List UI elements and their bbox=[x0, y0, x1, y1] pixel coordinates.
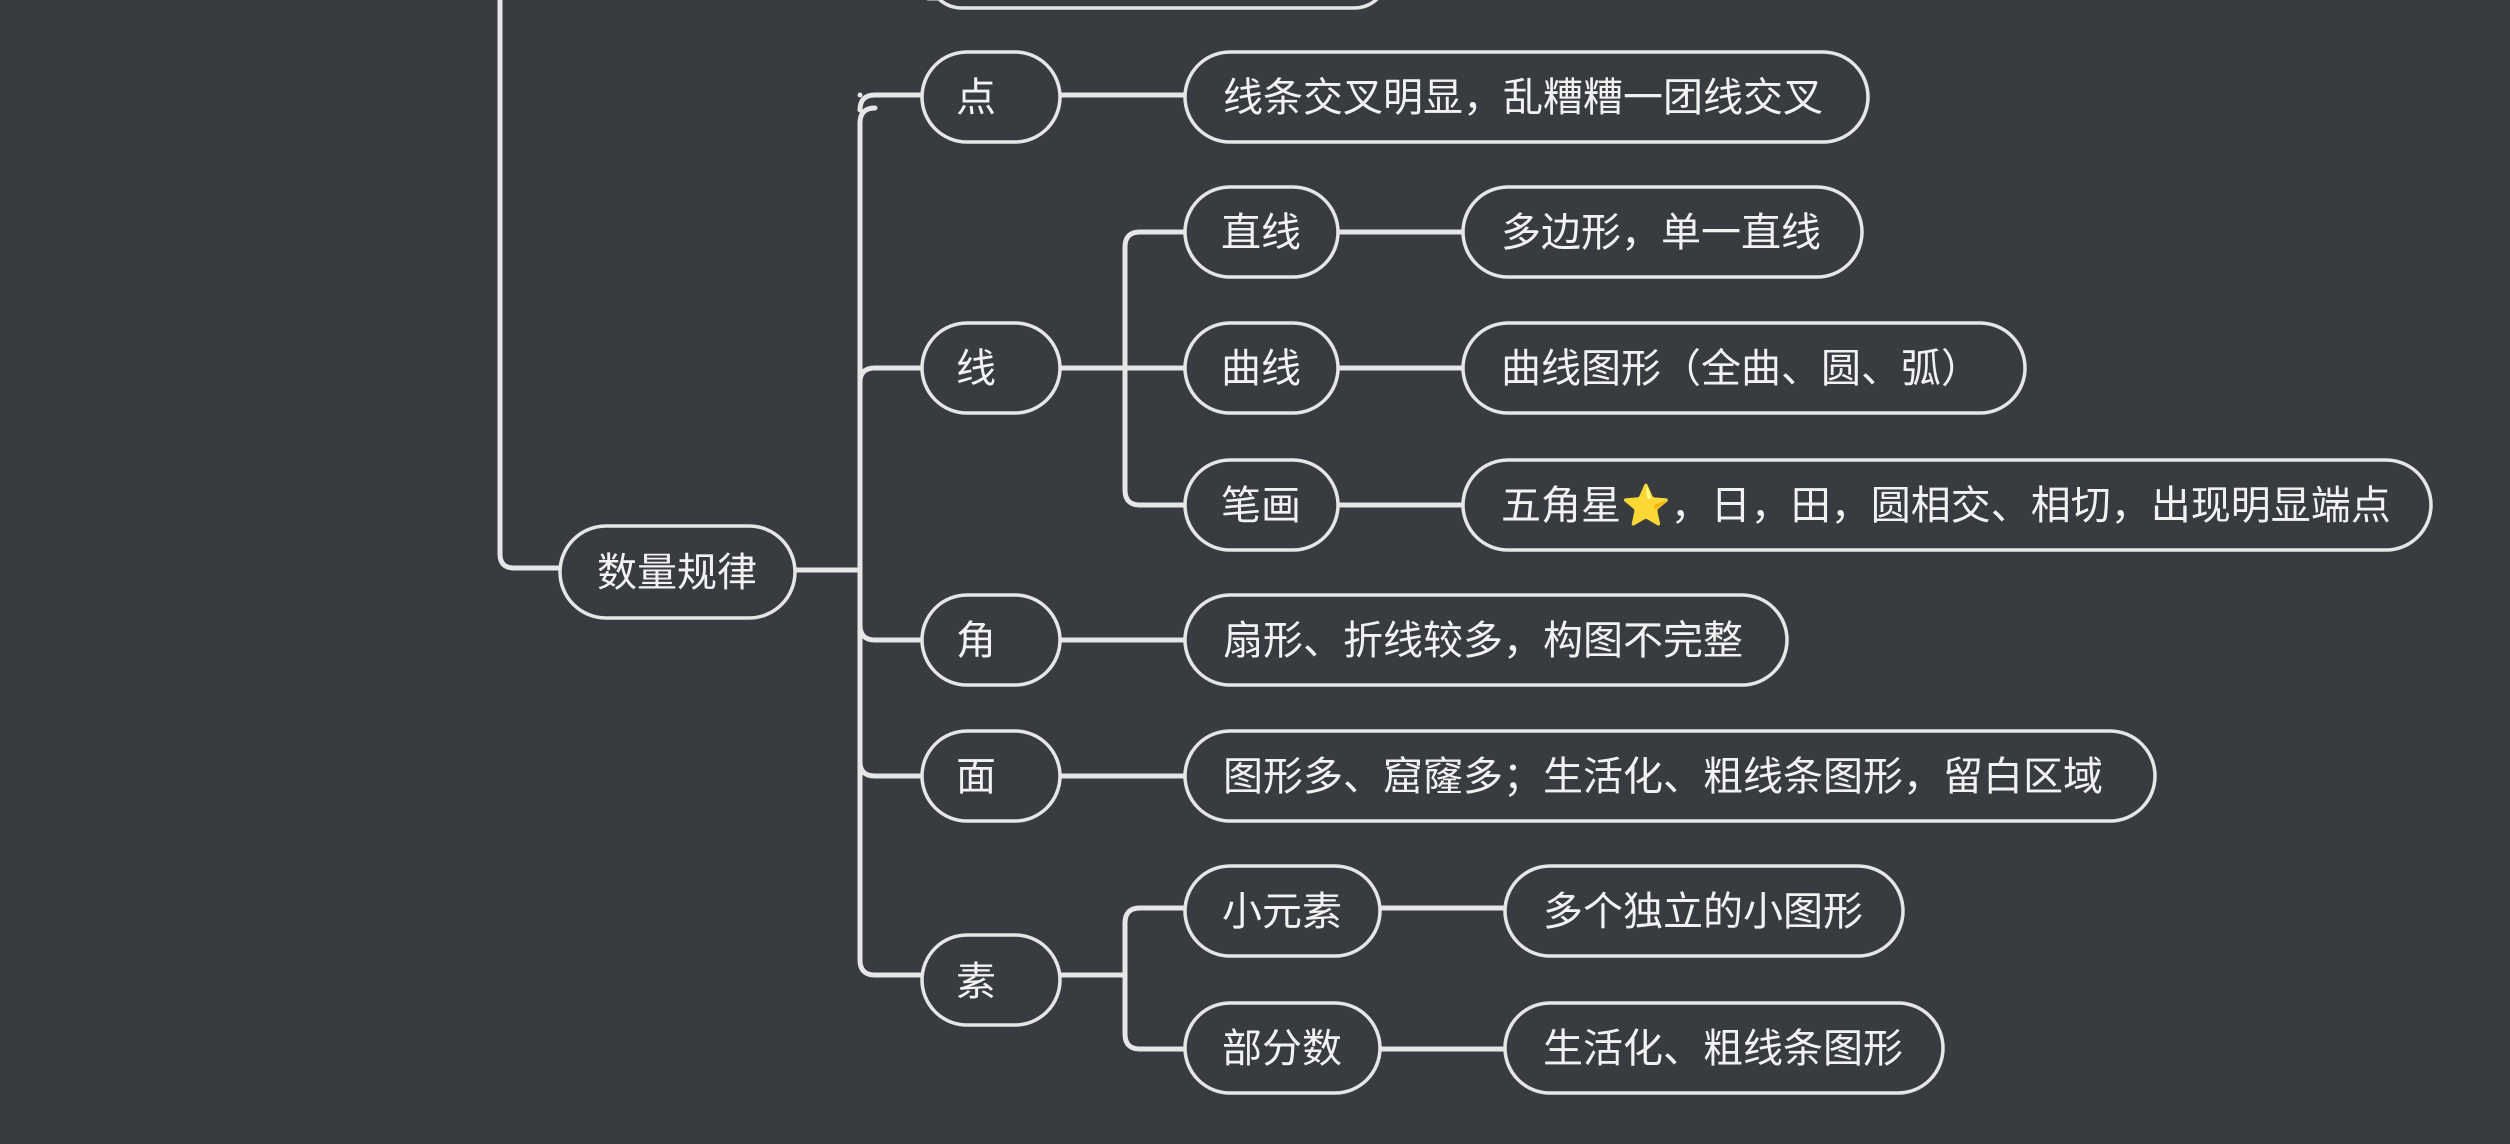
node-bufenshu[interactable]: 部分数 bbox=[1183, 1001, 1382, 1095]
connector-to-xian bbox=[857, 365, 925, 385]
node-bihua[interactable]: 笔画 bbox=[1183, 458, 1340, 552]
connector-to-jiao bbox=[857, 622, 925, 643]
leaf-xiaoyuansu-desc[interactable]: 多个独立的小图形 bbox=[1503, 864, 1905, 958]
node-xiaoyuansu-label: 小元素 bbox=[1222, 889, 1342, 935]
leaf-quxian-desc[interactable]: 曲线图形（全曲、圆、弧） bbox=[1461, 321, 2027, 415]
connector-xian-spine bbox=[1122, 229, 1188, 508]
leaf-bihua-desc-label: 五角星⭐，日，田，圆相交、相切，出现明显端点 bbox=[1501, 482, 2391, 529]
node-xian-label: 线 bbox=[956, 346, 996, 392]
leaf-zhixian-desc[interactable]: 多边形，单一直线 bbox=[1461, 185, 1864, 279]
connector-trunk bbox=[497, 0, 563, 571]
node-xiaoyuansu[interactable]: 小元素 bbox=[1183, 864, 1382, 958]
leaf-dian-desc[interactable]: 线条交叉明显，乱糟糟一团线交叉 bbox=[1183, 50, 1870, 144]
leaf-xiaoyuansu-desc-label: 多个独立的小图形 bbox=[1543, 889, 1863, 935]
node-quxian-label: 曲线 bbox=[1221, 346, 1301, 392]
leaf-mian-desc[interactable]: 图形多、窟窿多；生活化、粗线条图形，留白区域 bbox=[1183, 729, 2157, 823]
leaf-jiao-desc[interactable]: 扇形、折线较多，构图不完整 bbox=[1183, 593, 1789, 687]
leaf-jiao-desc-label: 扇形、折线较多，构图不完整 bbox=[1223, 618, 1743, 664]
node-quxian[interactable]: 曲线 bbox=[1183, 321, 1340, 415]
node-dian-label: 点 bbox=[956, 75, 996, 121]
node-shuliang-guilv-label: 数量规律 bbox=[597, 550, 757, 596]
node-jiao-label: 角 bbox=[956, 618, 996, 664]
node-su-label: 素 bbox=[956, 959, 996, 1005]
node-bihua-label: 笔画 bbox=[1221, 483, 1301, 529]
node-su[interactable]: 素 bbox=[920, 933, 1062, 1027]
connector-level1-spine bbox=[857, 105, 878, 978]
connector-to-mian bbox=[857, 759, 925, 779]
leaf-bihua-desc[interactable]: 五角星⭐，日，田，圆相交、相切，出现明显端点 bbox=[1461, 458, 2433, 552]
node-xian[interactable]: 线 bbox=[920, 321, 1062, 415]
node-jiao[interactable]: 角 bbox=[920, 593, 1062, 687]
node-dian[interactable]: 点 bbox=[920, 50, 1062, 144]
node-mian-label: 面 bbox=[956, 754, 996, 800]
node-shuliang-guilv[interactable]: 数量规律 bbox=[558, 524, 797, 620]
leaf-mian-desc-label: 图形多、窟窿多；生活化、粗线条图形，留白区域 bbox=[1223, 754, 2103, 800]
connector-lines bbox=[497, 0, 1508, 1052]
leaf-quxian-desc-label: 曲线图形（全曲、圆、弧） bbox=[1501, 346, 1981, 392]
leaf-zhixian-desc-label: 多边形，单一直线 bbox=[1501, 210, 1821, 256]
node-zhixian-label: 直线 bbox=[1221, 210, 1301, 256]
partial-node-top bbox=[937, 0, 1379, 10]
connector-to-dian-curve bbox=[857, 92, 878, 113]
connector-su-spine bbox=[1122, 905, 1188, 1052]
node-bufenshu-label: 部分数 bbox=[1222, 1026, 1342, 1072]
node-zhixian[interactable]: 直线 bbox=[1183, 185, 1340, 279]
leaf-dian-desc-label: 线条交叉明显，乱糟糟一团线交叉 bbox=[1223, 75, 1823, 121]
leaf-bufenshu-desc[interactable]: 生活化、粗线条图形 bbox=[1503, 1001, 1945, 1095]
node-mian[interactable]: 面 bbox=[920, 729, 1062, 823]
leaf-bufenshu-desc-label: 生活化、粗线条图形 bbox=[1543, 1026, 1903, 1072]
